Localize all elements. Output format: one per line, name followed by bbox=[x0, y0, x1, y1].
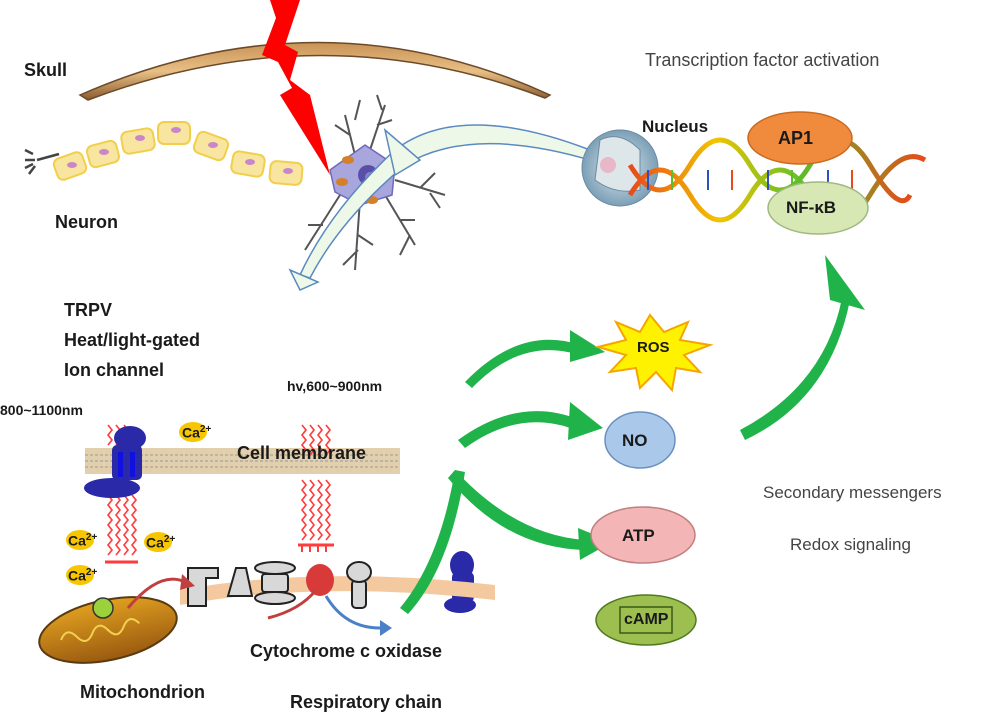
cytochrome-label: Cytochrome c oxidase bbox=[250, 641, 443, 661]
calcium-ion-group bbox=[66, 422, 207, 585]
calcium-ion-2 bbox=[66, 530, 94, 550]
light-waves-trpv bbox=[105, 424, 138, 564]
ap1-label: AP1 bbox=[778, 128, 814, 148]
respiratory-chain-label: Respiratory chain bbox=[290, 692, 443, 712]
ros-messenger bbox=[594, 313, 714, 393]
atp-messenger bbox=[590, 506, 696, 564]
ap1-factor bbox=[747, 111, 853, 165]
skull bbox=[78, 41, 552, 101]
calcium-ion-1 bbox=[179, 422, 207, 442]
light-waves-cco bbox=[298, 424, 334, 552]
cell-membrane-label: Cell membrane bbox=[237, 443, 367, 463]
lightning-bolt-icon bbox=[262, 0, 330, 175]
calcium-ion-label: Ca2+ bbox=[68, 567, 98, 584]
calcium-ion-3 bbox=[144, 532, 172, 552]
signal-return-arrow bbox=[288, 124, 591, 291]
ros-label: ROS bbox=[637, 339, 670, 356]
dna-helix bbox=[627, 137, 927, 223]
neuron-label: Neuron bbox=[55, 212, 118, 232]
no-messenger bbox=[604, 411, 676, 469]
neuron-axon bbox=[24, 121, 304, 186]
calcium-ion-label: Ca2+ bbox=[146, 534, 176, 551]
redox-signaling-label: Redox signaling bbox=[790, 535, 911, 554]
calcium-ion-4 bbox=[66, 565, 94, 585]
green-arrows-messengers bbox=[400, 330, 612, 614]
transcription-label: Transcription factor activation bbox=[645, 50, 880, 70]
nfkb-label: NF-κB bbox=[786, 198, 837, 217]
trpv-label: TRPV bbox=[64, 300, 113, 320]
calcium-ion-label: Ca2+ bbox=[182, 424, 212, 441]
nfkb-factor bbox=[767, 181, 869, 235]
calcium-ion-label: Ca2+ bbox=[68, 532, 98, 549]
trpv-ion-channel-label: Ion channel bbox=[64, 360, 165, 380]
nucleus-label: Nucleus bbox=[642, 117, 709, 136]
trpv-ion-channel bbox=[84, 426, 146, 498]
mitochondrion-label: Mitochondrion bbox=[80, 682, 205, 702]
camp-label: cAMP bbox=[624, 611, 669, 628]
nucleus bbox=[581, 129, 659, 207]
respiratory-chain-complexes bbox=[187, 561, 372, 609]
skull-label: Skull bbox=[24, 60, 68, 80]
green-arrow-to-transcription bbox=[740, 255, 865, 440]
cytochrome-c-oxidase bbox=[267, 564, 392, 636]
wavelength-trpv-label: 800~1100nm bbox=[0, 402, 83, 418]
secondary-messengers-label: Secondary messengers bbox=[763, 483, 942, 502]
no-label: NO bbox=[622, 431, 648, 450]
camp-messenger bbox=[595, 594, 697, 646]
mitochondrial-membrane bbox=[180, 576, 495, 605]
mitochondrion bbox=[38, 574, 195, 664]
wavelength-cco-label: hv,600~900nm bbox=[287, 378, 383, 394]
trpv-heat-label: Heat/light-gated bbox=[64, 330, 201, 350]
atp-label: ATP bbox=[622, 526, 655, 545]
